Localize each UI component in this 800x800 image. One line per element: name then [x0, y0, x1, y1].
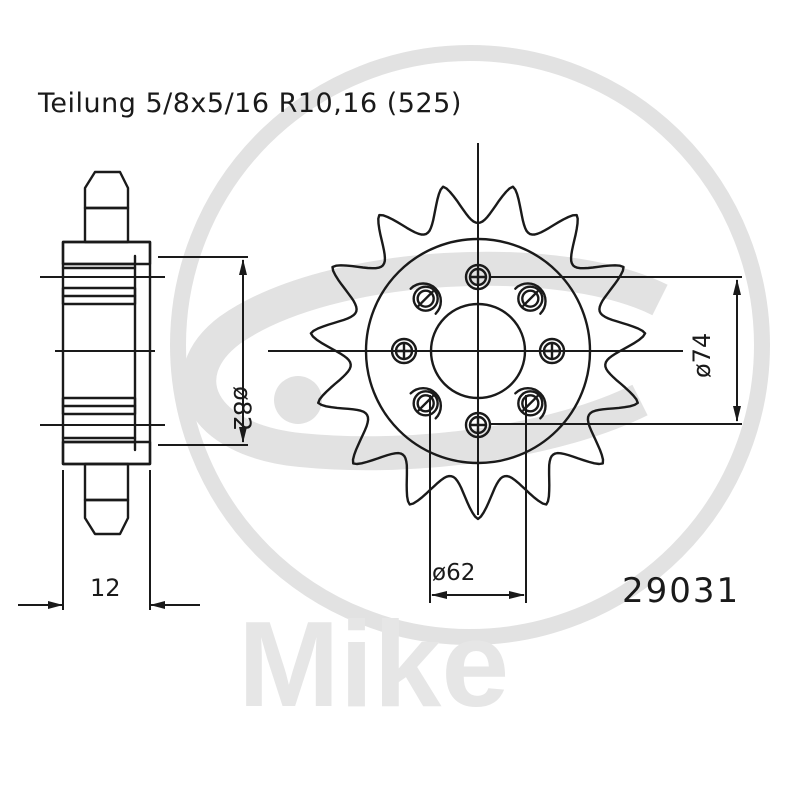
side-tooth-top	[83, 170, 130, 210]
thickness-label: 12	[90, 574, 121, 602]
watermark-ring	[170, 45, 770, 645]
bolt-hole	[409, 386, 443, 420]
bolt-hole	[409, 282, 443, 315]
watermark-logo: Mike	[170, 45, 770, 732]
bolt-hole	[514, 282, 547, 315]
hub-diameter-dimension: ø82	[158, 256, 256, 446]
side-tooth-bottom-web	[83, 462, 130, 502]
side-section-view	[40, 170, 165, 536]
bolt-circle-label: ø74	[688, 333, 716, 378]
bolt-hole	[514, 386, 547, 420]
watermark-text: Mike	[238, 596, 509, 732]
arrowhead-up-icon	[239, 259, 247, 275]
side-tooth-top-web	[83, 206, 130, 244]
arrowhead-down-icon	[733, 406, 741, 422]
pitch-spec-title: Teilung 5/8x5/16 R10,16 (525)	[37, 88, 462, 119]
hub-diameter-label: ø82	[228, 386, 256, 431]
bolt-circle-dimension: ø74	[490, 276, 742, 425]
side-hub-lower	[61, 440, 152, 466]
thickness-dimension: 12	[18, 470, 200, 610]
arrowhead-right-icon	[509, 591, 525, 599]
arrowhead-right-icon	[48, 601, 63, 609]
arrowhead-up-icon	[733, 279, 741, 295]
center-bore-label: ø62	[432, 560, 475, 586]
watermark-dot	[274, 376, 322, 424]
side-hub-upper	[61, 240, 152, 266]
arrowhead-left-icon	[150, 601, 165, 609]
arrowhead-down-icon	[239, 427, 247, 443]
side-body	[61, 240, 152, 466]
arrowhead-left-icon	[431, 591, 447, 599]
center-bore-dimension: ø62	[429, 395, 527, 603]
side-tooth-bottom	[83, 498, 130, 536]
front-view-sprocket	[268, 143, 683, 521]
part-number: 29031	[622, 571, 740, 611]
